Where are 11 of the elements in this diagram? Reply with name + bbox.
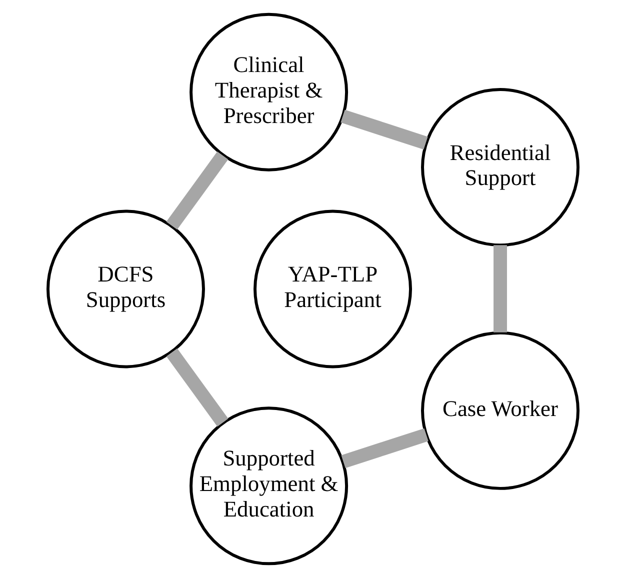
node-circle: Supported Employment & Education bbox=[189, 406, 348, 566]
node-circle: YAP-TLP Participant bbox=[253, 210, 412, 368]
connector bbox=[493, 245, 506, 332]
node-circle: DCFS Supports bbox=[46, 210, 204, 368]
connector bbox=[166, 152, 228, 230]
node-circle: Residential Support bbox=[420, 88, 580, 247]
connector bbox=[340, 110, 428, 150]
node-circle: Clinical Therapist & Prescriber bbox=[189, 12, 348, 172]
connector bbox=[166, 348, 228, 427]
connector bbox=[340, 428, 428, 468]
node-circle: Case Worker bbox=[420, 331, 580, 490]
